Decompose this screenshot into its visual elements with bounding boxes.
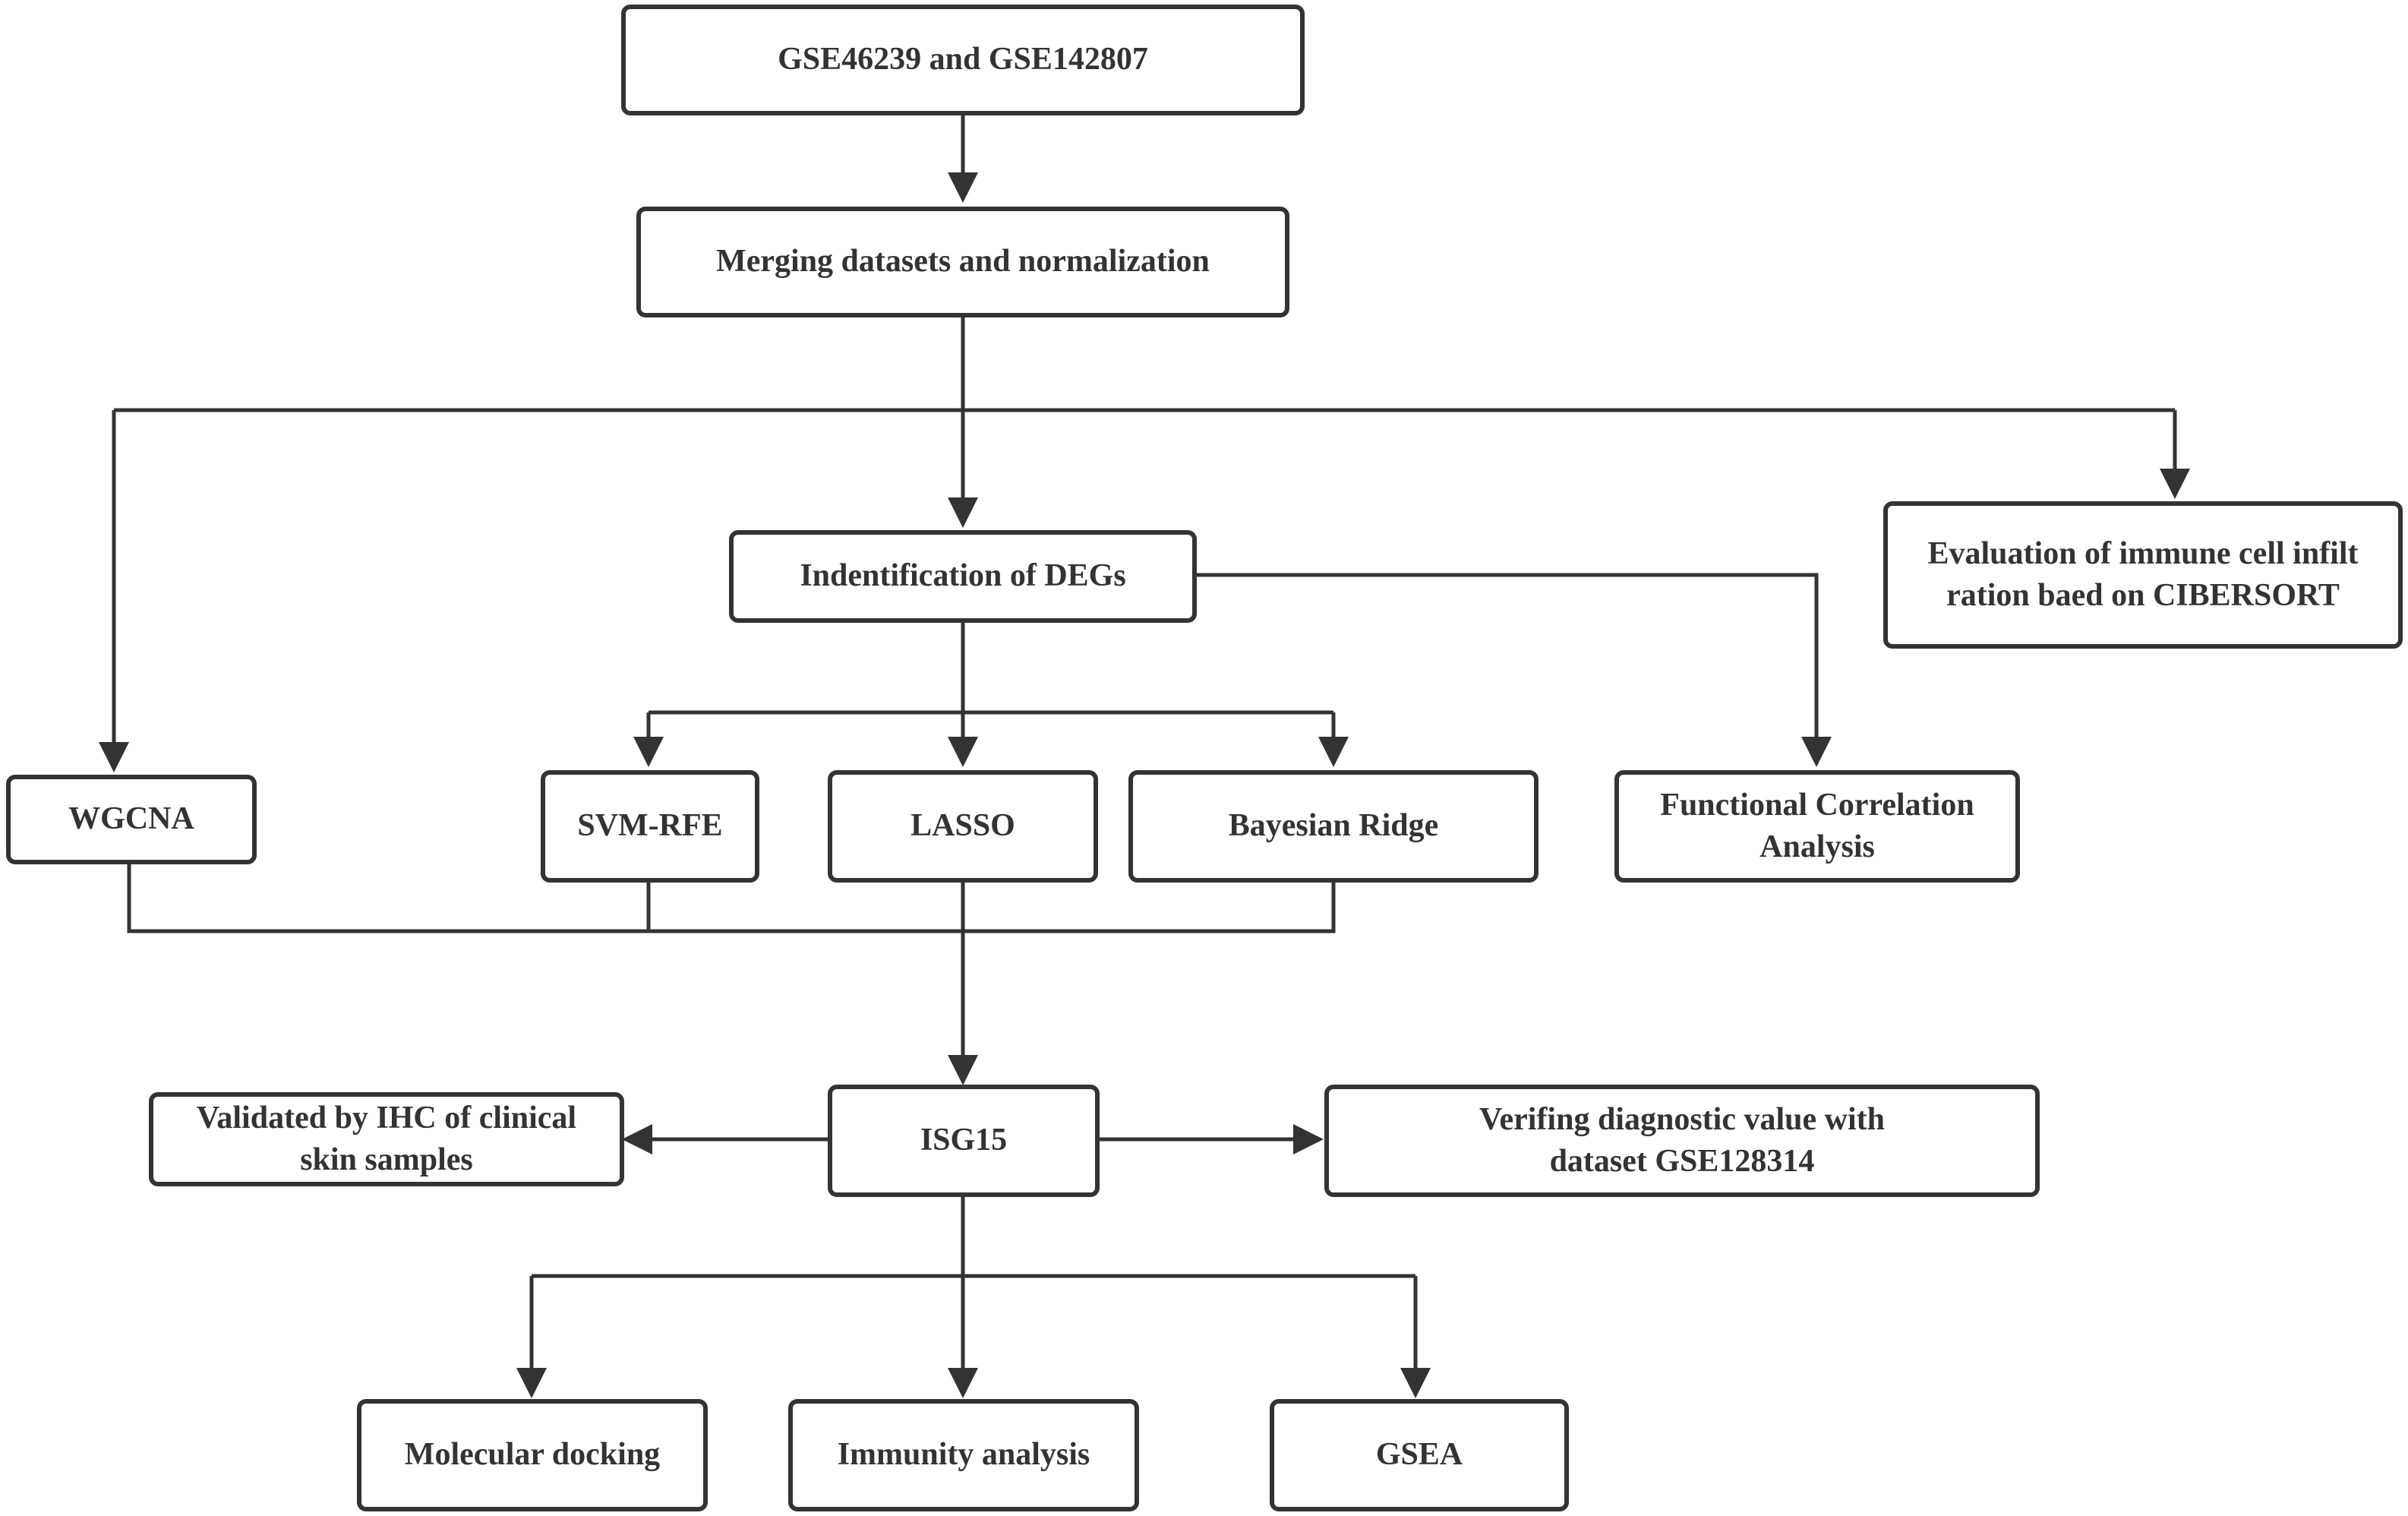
node-diagnostic-verification: Verifing diagnostic value with dataset G… (1324, 1085, 2040, 1197)
node-immune-eval-line-2: ration baed on CIBERSORT (1946, 578, 2340, 613)
node-bayesian-ridge: Bayesian Ridge (1128, 770, 1539, 883)
node-molecular-docking: Molecular docking (357, 1399, 708, 1511)
node-wgcna: WGCNA (6, 775, 257, 864)
node-functional-correlation-line-1: Functional Correlation (1660, 787, 1974, 823)
node-molecular-docking-label: Molecular docking (404, 1437, 661, 1473)
node-degs-label: Indentification of DEGs (800, 558, 1126, 594)
node-ihc-validation-line-2: skin samples (300, 1142, 473, 1177)
node-merge-label: Merging datasets and normalization (716, 244, 1210, 280)
node-immune-eval: Evaluation of immune cell infilt ration … (1883, 501, 2403, 649)
arrow-degs-to-functional (1195, 573, 1832, 767)
node-functional-correlation-line-2: Analysis (1759, 829, 1875, 864)
node-wgcna-label: WGCNA (68, 801, 194, 837)
merge-line-to-isg15 (127, 863, 1336, 933)
node-ihc-validation: Validated by IHC of clinical skin sample… (149, 1092, 624, 1186)
node-functional-correlation: Functional Correlation Analysis (1614, 770, 2020, 883)
node-datasets: GSE46239 and GSE142807 (621, 5, 1305, 115)
node-merge: Merging datasets and normalization (636, 207, 1289, 317)
node-immunity-analysis-label: Immunity analysis (837, 1437, 1090, 1473)
node-svm-rfe: SVM-RFE (541, 770, 759, 883)
node-svm-rfe-label: SVM-RFE (577, 808, 723, 844)
node-isg15: ISG15 (828, 1085, 1100, 1197)
node-bayesian-ridge-label: Bayesian Ridge (1228, 808, 1439, 844)
node-immune-eval-line-1: Evaluation of immune cell infilt (1927, 535, 2359, 571)
node-diagnostic-verification-line-1: Verifing diagnostic value with (1479, 1101, 1885, 1137)
node-immunity-analysis: Immunity analysis (788, 1399, 1139, 1511)
node-gsea: GSEA (1270, 1399, 1569, 1511)
node-gsea-label: GSEA (1375, 1437, 1463, 1473)
node-lasso: LASSO (828, 770, 1098, 883)
node-diagnostic-verification-line-2: dataset GSE128314 (1549, 1144, 1815, 1179)
node-ihc-validation-line-1: Validated by IHC of clinical (196, 1100, 577, 1135)
node-isg15-label: ISG15 (920, 1123, 1008, 1158)
node-datasets-label: GSE46239 and GSE142807 (778, 42, 1148, 77)
node-degs: Indentification of DEGs (729, 530, 1197, 623)
node-lasso-label: LASSO (910, 808, 1015, 844)
